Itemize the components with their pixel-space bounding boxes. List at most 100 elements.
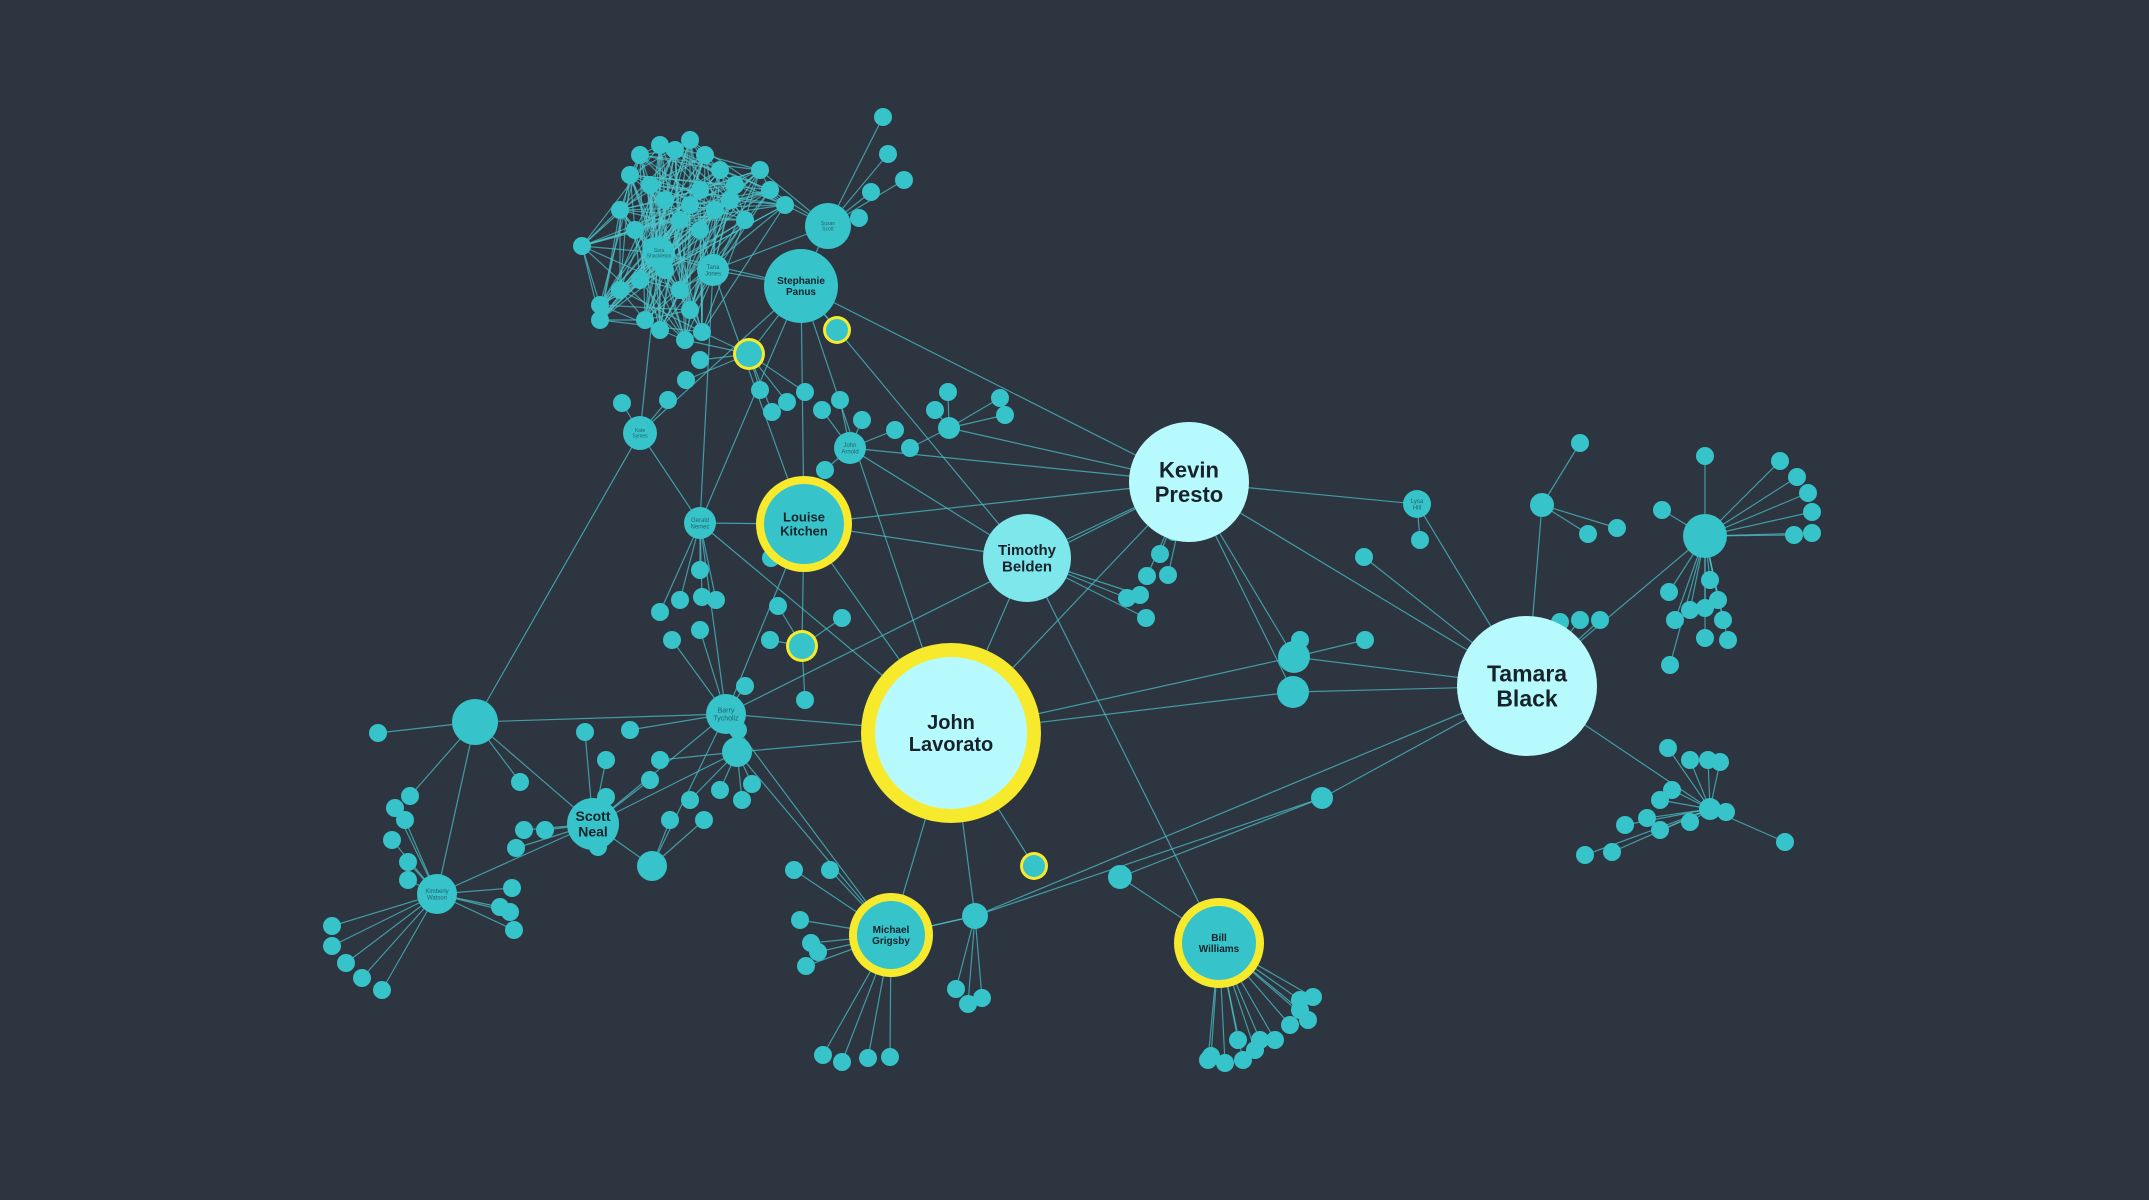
leaf-node[interactable] — [813, 401, 831, 419]
leaf-node[interactable] — [1714, 611, 1732, 629]
leaf-node[interactable] — [1281, 1016, 1299, 1034]
leaf-node[interactable] — [621, 166, 639, 184]
leaf-node[interactable] — [796, 691, 814, 709]
leaf-node[interactable] — [573, 237, 591, 255]
leaf-node[interactable] — [761, 631, 779, 649]
leaf-node[interactable] — [401, 787, 419, 805]
leaf-node[interactable] — [1711, 753, 1729, 771]
node-smallHub[interactable] — [1530, 493, 1554, 517]
leaf-node[interactable] — [833, 1053, 851, 1071]
leaf-node[interactable] — [591, 311, 609, 329]
leaf-node[interactable] — [1576, 846, 1594, 864]
node-ringSmall1[interactable] — [733, 338, 765, 370]
leaf-node[interactable] — [611, 201, 629, 219]
leaf-node[interactable] — [1666, 611, 1684, 629]
leaf-node[interactable] — [881, 1048, 899, 1066]
node-d1[interactable] — [1278, 641, 1310, 673]
leaf-node[interactable] — [681, 196, 699, 214]
leaf-node[interactable] — [681, 131, 699, 149]
leaf-node[interactable] — [1660, 583, 1678, 601]
leaf-node[interactable] — [1651, 791, 1669, 809]
leaf-node[interactable] — [761, 181, 779, 199]
leaf-node[interactable] — [1803, 524, 1821, 542]
leaf-node[interactable] — [785, 861, 803, 879]
leaf-node[interactable] — [1719, 631, 1737, 649]
leaf-node[interactable] — [1131, 586, 1149, 604]
leaf-node[interactable] — [369, 724, 387, 742]
node-d2[interactable] — [1277, 676, 1309, 708]
leaf-node[interactable] — [1234, 1051, 1252, 1069]
leaf-node[interactable] — [515, 821, 533, 839]
leaf-node[interactable] — [386, 799, 404, 817]
node-ga6[interactable] — [938, 417, 960, 439]
leaf-node[interactable] — [1681, 813, 1699, 831]
leaf-node[interactable] — [651, 321, 669, 339]
leaf-node[interactable] — [850, 209, 868, 227]
leaf-node[interactable] — [711, 781, 729, 799]
leaf-node[interactable] — [736, 211, 754, 229]
leaf-node[interactable] — [879, 145, 897, 163]
leaf-node[interactable] — [696, 146, 714, 164]
leaf-node[interactable] — [816, 461, 834, 479]
leaf-node[interactable] — [939, 383, 957, 401]
leaf-node[interactable] — [626, 221, 644, 239]
leaf-node[interactable] — [505, 921, 523, 939]
leaf-node[interactable] — [831, 391, 849, 409]
leaf-node[interactable] — [1701, 571, 1719, 589]
leaf-node[interactable] — [631, 146, 649, 164]
leaf-node[interactable] — [511, 773, 529, 791]
leaf-node[interactable] — [1659, 739, 1677, 757]
leaf-node[interactable] — [751, 161, 769, 179]
leaf-node[interactable] — [383, 831, 401, 849]
leaf-node[interactable] — [791, 911, 809, 929]
leaf-node[interactable] — [1616, 816, 1634, 834]
leaf-node[interactable] — [1202, 1047, 1220, 1065]
node-kel[interactable] — [962, 903, 988, 929]
node-ringSmall3[interactable] — [786, 630, 818, 662]
leaf-node[interactable] — [671, 211, 689, 229]
leaf-node[interactable] — [1717, 803, 1735, 821]
leaf-node[interactable] — [507, 839, 525, 857]
leaf-node[interactable] — [1216, 1054, 1234, 1072]
leaf-node[interactable] — [693, 588, 711, 606]
leaf-node[interactable] — [681, 791, 699, 809]
leaf-node[interactable] — [597, 751, 615, 769]
leaf-node[interactable] — [676, 331, 694, 349]
leaf-node[interactable] — [862, 183, 880, 201]
leaf-node[interactable] — [323, 937, 341, 955]
leaf-node[interactable] — [1663, 781, 1681, 799]
leaf-node[interactable] — [353, 969, 371, 987]
leaf-node[interactable] — [651, 751, 669, 769]
leaf-node[interactable] — [323, 917, 341, 935]
leaf-node[interactable] — [1159, 566, 1177, 584]
leaf-node[interactable] — [636, 311, 654, 329]
leaf-node[interactable] — [874, 108, 892, 126]
leaf-node[interactable] — [373, 981, 391, 999]
leaf-node[interactable] — [691, 561, 709, 579]
leaf-node[interactable] — [1411, 531, 1429, 549]
leaf-node[interactable] — [1785, 526, 1803, 544]
leaf-node[interactable] — [611, 281, 629, 299]
leaf-node[interactable] — [681, 301, 699, 319]
leaf-node[interactable] — [769, 597, 787, 615]
leaf-node[interactable] — [1266, 1031, 1284, 1049]
leaf-node[interactable] — [659, 391, 677, 409]
leaf-node[interactable] — [1709, 591, 1727, 609]
leaf-node[interactable] — [895, 171, 913, 189]
leaf-node[interactable] — [1299, 1011, 1317, 1029]
leaf-node[interactable] — [503, 879, 521, 897]
leaf-node[interactable] — [859, 1049, 877, 1067]
leaf-node[interactable] — [778, 393, 796, 411]
leaf-node[interactable] — [901, 439, 919, 457]
